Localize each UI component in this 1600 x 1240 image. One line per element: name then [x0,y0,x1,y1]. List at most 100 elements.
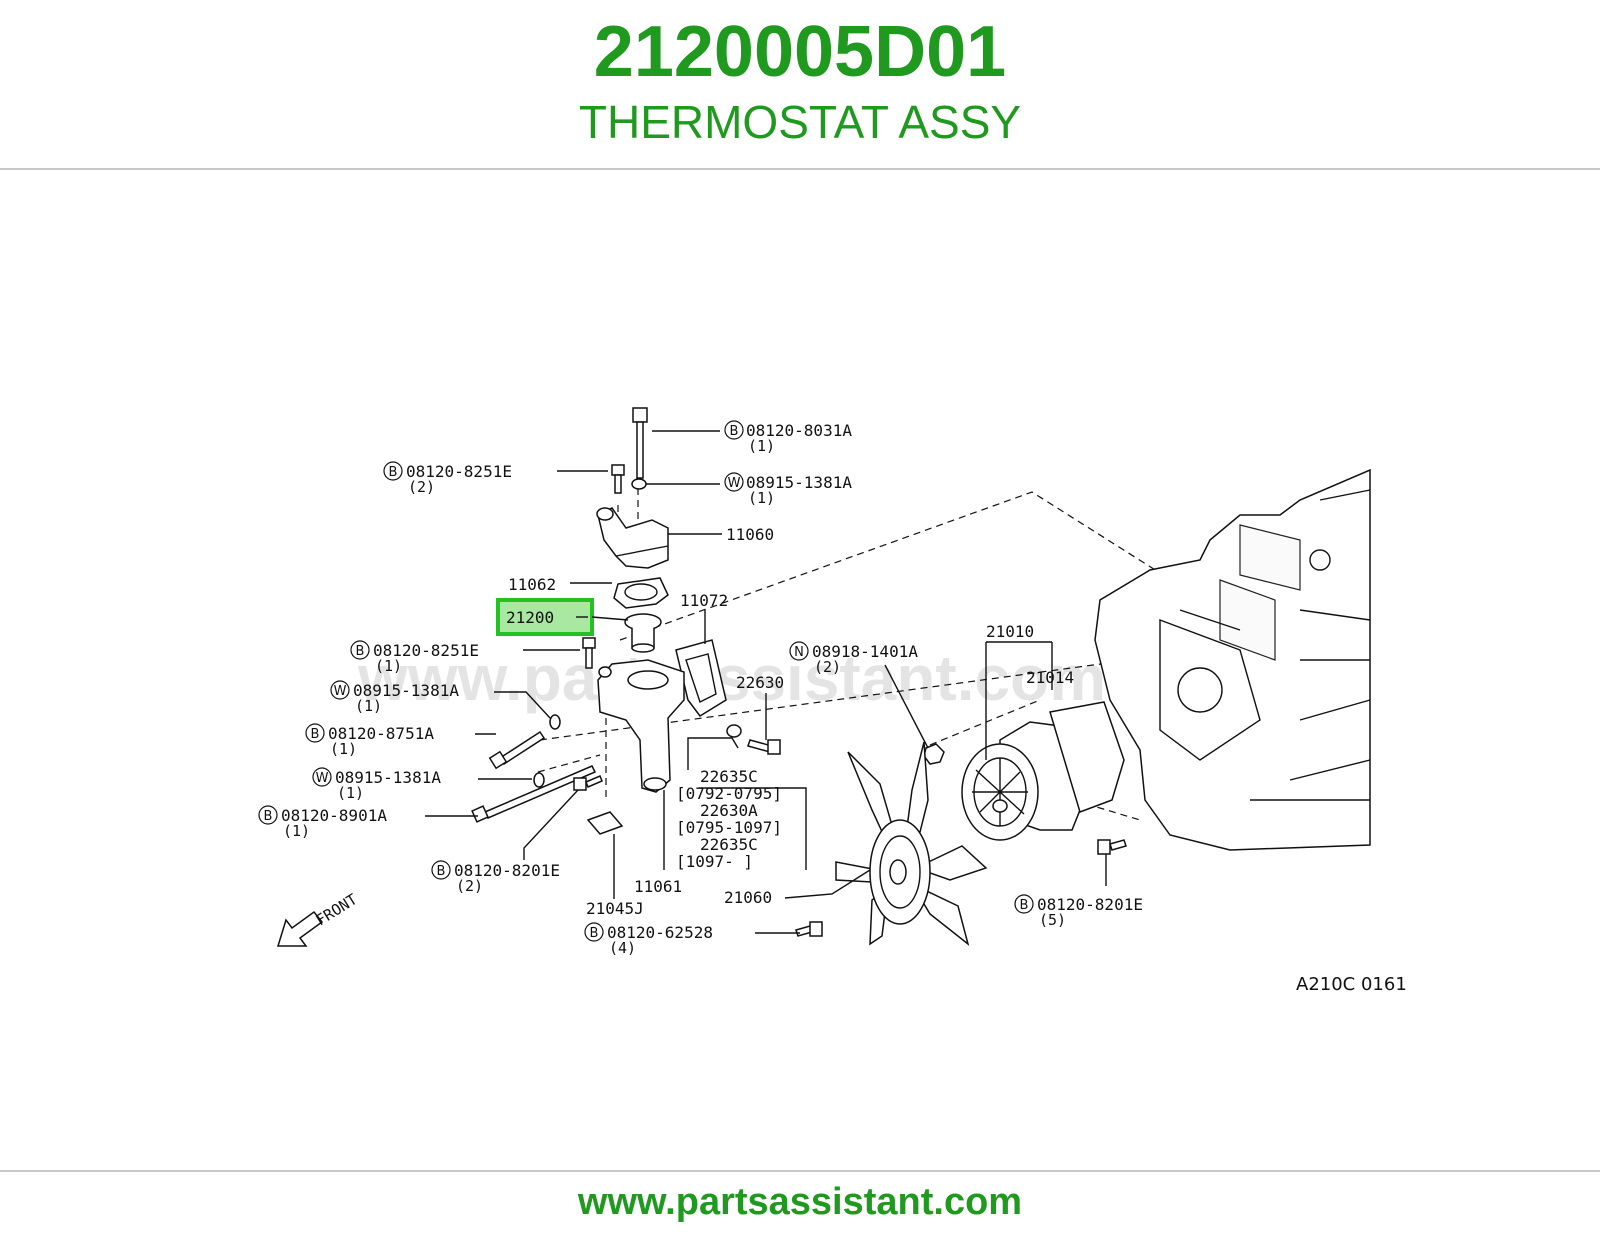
callout-11072: 11072 [680,591,728,610]
svg-text:(1): (1) [283,822,310,840]
gasket-11072 [675,639,727,717]
callout-22630: 22630 [736,673,784,692]
svg-text:08120-8201E: 08120-8201E [1037,895,1143,914]
circle-w-marker [724,472,744,492]
svg-text:B: B [590,926,599,941]
callout-08120-8251e-top: B 08120-8251E (2) [383,461,512,496]
header-divider [0,168,1600,170]
circle-b-marker [584,922,604,942]
temp-sensor-22630 [747,739,781,755]
bolt-62528 [795,921,823,937]
callout-08120-8751a: B 08120-8751A (1) [305,723,434,758]
callout-08915-1381a-top: W 08915-1381A (1) [724,472,852,507]
highlighted-part-label: 21200 [506,608,554,627]
sensor-note-range: [0792-0795] [676,784,782,803]
callout-08915-1381a-low: W 08915-1381A (1) [312,767,441,802]
leader-21200 [591,616,629,621]
callout-11060: 11060 [726,525,774,544]
callout-08918-1401a: N 08918-1401A (2) [789,641,918,676]
sensor-note-range: [0795-1097] [676,818,782,837]
front-direction-indicator: FRONT [276,890,360,947]
circle-b-marker [383,461,403,481]
callout-08120-62528: B 08120-62528 (4) [584,922,713,957]
circle-b-marker [1014,894,1034,914]
callout-11062: 11062 [508,575,556,594]
footer-url-link[interactable]: www.partsassistant.com [577,1181,1023,1223]
thermostat-housing-11061 [597,659,685,793]
part-name-subtitle: THERMOSTAT ASSY [578,96,1022,148]
svg-text:(1): (1) [330,740,357,758]
sensor-note-code: 22635C [700,767,758,786]
svg-text:08120-8751A: 08120-8751A [328,724,434,743]
svg-text:B: B [356,644,365,659]
svg-text:08915-1381A: 08915-1381A [335,768,441,787]
washer-top [631,478,647,490]
svg-text:(1): (1) [748,489,775,507]
svg-text:W: W [316,771,329,786]
circle-b-marker [350,640,370,660]
circle-w-marker [330,680,350,700]
part-number-title: 2120005D01 [593,12,1007,92]
svg-text:B: B [264,809,273,824]
svg-text:(4): (4) [609,939,636,957]
washer-1381a-upper [549,714,561,730]
svg-text:(5): (5) [1039,911,1066,929]
gasket-11062 [613,577,669,609]
sensor-note-range: [1097- ] [676,852,753,871]
callout-08120-8901a: B 08120-8901A (1) [258,805,387,840]
svg-text:B: B [311,727,320,742]
callout-08120-8031a: B 08120-8031A (1) [724,420,852,455]
bolt-8751a [488,730,546,770]
circle-w-marker [312,767,332,787]
svg-text:08120-8251E: 08120-8251E [406,462,512,481]
callout-08120-8201e-right: B 08120-8201E (5) [1014,894,1143,929]
sensor-note-code: 22630A [700,801,758,820]
svg-text:08120-8201E: 08120-8201E [454,861,560,880]
sensor-note-code: 22635C [700,835,758,854]
svg-text:B: B [730,424,739,439]
leader-lines [425,430,1107,934]
svg-text:08918-1401A: 08918-1401A [812,642,918,661]
bolt-small-top [611,464,625,494]
svg-text:(2): (2) [456,877,483,895]
svg-text:(1): (1) [748,437,775,455]
svg-text:08120-8251E: 08120-8251E [373,641,479,660]
water-outlet-11060 [596,507,669,569]
svg-text:(1): (1) [337,784,364,802]
highlighted-part-21200[interactable]: 21200 [496,598,594,636]
svg-text:(2): (2) [408,478,435,496]
callout-21045j: 21045J [586,899,644,918]
callout-11061: 11061 [634,877,682,896]
svg-text:(1): (1) [375,657,402,675]
callout-08915-1381a-mid: W 08915-1381A (1) [330,680,459,715]
svg-text:08120-62528: 08120-62528 [607,923,713,942]
page-header: 2120005D01 THERMOSTAT ASSY [0,0,1600,168]
svg-text:08120-8901A: 08120-8901A [281,806,387,825]
svg-text:08120-8031A: 08120-8031A [746,421,852,440]
gasket-21014 [1049,701,1125,813]
svg-text:08915-1381A: 08915-1381A [746,473,852,492]
circle-n-marker [789,641,809,661]
engine-block-illustration [1094,468,1371,851]
svg-text:(1): (1) [355,697,382,715]
callout-08120-8201e-left: B 08120-8201E (2) [431,860,560,895]
reference-line-5 [537,754,601,773]
washer-sensor [726,724,742,738]
svg-text:N: N [794,645,804,660]
svg-text:W: W [728,476,741,491]
front-arrow-icon [276,910,324,947]
circle-b-marker [305,723,325,743]
diagram-watermark: www.partsassistant.com [357,642,1106,714]
footer-divider [0,1170,1600,1172]
svg-text:W: W [334,684,347,699]
svg-text:B: B [1020,898,1029,913]
fan-21060 [835,741,988,946]
bolt-8201e-right [1097,839,1127,855]
bolt-8201e-left [573,775,603,791]
thermostat-21200 [624,613,662,653]
sensor-variant-notes: 22635C [0792-0795] 22630A [0795-1097] 22… [676,767,782,871]
bolt-8901a [471,765,597,823]
callout-08120-8251e-lower: B 08120-8251E (1) [350,640,479,675]
svg-text:B: B [437,864,446,879]
callout-21014: 21014 [1026,668,1074,687]
